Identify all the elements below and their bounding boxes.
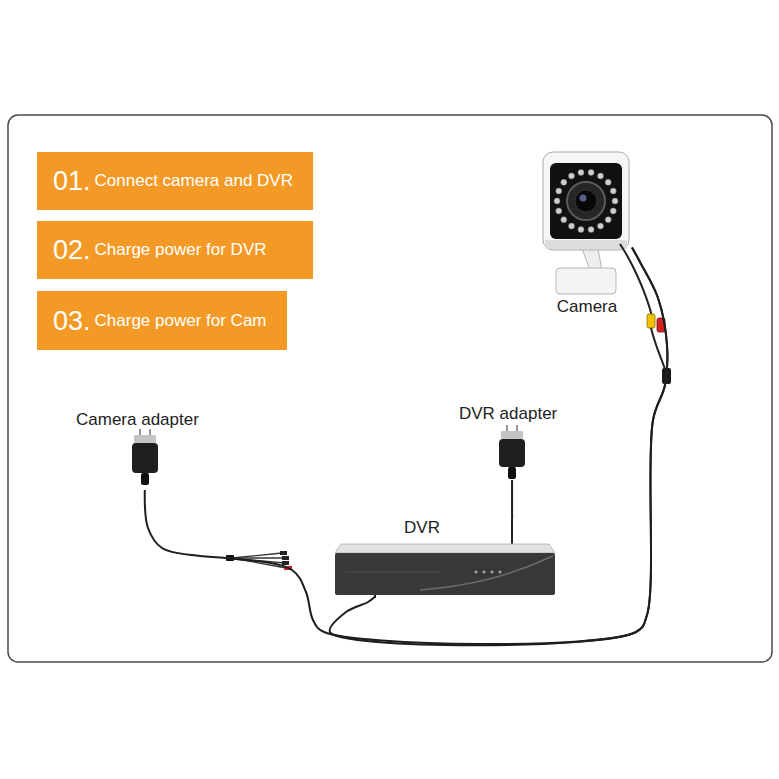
step-text: Charge power for Cam: [95, 310, 267, 332]
camera-figure-part-part: [588, 227, 594, 233]
dvr-figure-part: [345, 572, 440, 573]
dvr-adapter-plug-part: [501, 431, 523, 439]
power-splitter-part: [282, 561, 289, 565]
power-splitter-part: [232, 553, 282, 558]
power-splitter-part: [282, 556, 289, 560]
camera-adapter-plug-part: [134, 435, 156, 443]
camera-figure-part: [556, 268, 616, 294]
camera-figure-part-part: [610, 188, 616, 194]
camera-figure-part: [567, 182, 605, 220]
step-text: Charge power for DVR: [95, 239, 267, 261]
part-label: DVR: [404, 518, 440, 538]
dvr-figure-part: [335, 553, 555, 595]
dvr-adapter-plug-part: [508, 467, 516, 479]
camera-figure-part: [554, 169, 618, 232]
dvr-adapter-plug-part: [506, 425, 508, 432]
camera-figure-part-part: [598, 173, 604, 179]
step-number: 01.: [53, 166, 91, 196]
power-splitter-part: [280, 551, 287, 555]
camera-node: Camera: [543, 150, 632, 318]
camera-figure-part-part: [569, 173, 575, 179]
camera-figure-part-part: [569, 223, 575, 229]
adapter-node: DVR adapter: [455, 404, 570, 480]
camera-adapter-plug-part: [141, 473, 149, 485]
frame-border: [8, 115, 772, 662]
dvr-figure-part: [491, 571, 494, 574]
camera-adapter-plug: [132, 429, 158, 485]
cable-connector: [511, 480, 513, 518]
camera-figure-part-part: [554, 198, 560, 204]
camera-figure-part-part: [588, 169, 594, 175]
camera-figure-part-part: [610, 208, 616, 214]
step-box: 01.Connect camera and DVR: [37, 152, 313, 210]
dvr-figure-part: [475, 571, 478, 574]
camera-figure-part: [647, 314, 655, 328]
camera-figure-part: [575, 190, 597, 212]
step-text: Connect camera and DVR: [95, 170, 293, 192]
camera-figure-part: [580, 195, 587, 202]
dvr-figure-part: [420, 556, 553, 590]
camera-adapter-plug-part: [149, 429, 151, 436]
camera-figure-part-part: [612, 198, 618, 204]
step-number: 03.: [53, 306, 91, 336]
camera-adapter-plug-part: [139, 429, 141, 436]
step-number: 02.: [53, 235, 91, 265]
camera-figure-part-part: [578, 169, 584, 175]
camera-figure-part-part: [556, 188, 562, 194]
dvr-figure: [335, 518, 555, 598]
camera-figure-part: [545, 240, 627, 249]
step-box: 02.Charge power for DVR: [37, 221, 313, 279]
part-label: Camera: [557, 297, 617, 317]
dvr-adapter-plug-part: [499, 439, 525, 467]
camera-figure-part-part: [561, 217, 567, 223]
camera-figure-part-part: [605, 217, 611, 223]
camera-figure-part-part: [605, 179, 611, 185]
cable-connector: [330, 247, 668, 645]
camera-figure: [543, 152, 671, 384]
dvr-figure-part: [511, 518, 513, 545]
part-label: DVR adapter: [459, 404, 557, 424]
dvr-adapter-plug-part: [516, 425, 518, 432]
camera-figure-part: [550, 163, 622, 239]
camera-figure-part: [651, 328, 666, 372]
dvr-figure-part: [335, 544, 555, 553]
camera-adapter-plug-part: [132, 443, 158, 473]
step-box: 03.Charge power for Cam: [37, 291, 287, 350]
camera-figure-part-part: [556, 208, 562, 214]
dvr-figure-part: [499, 571, 502, 574]
camera-figure-part: [543, 152, 629, 250]
dvr-node: DVR: [335, 518, 555, 597]
dvr-figure-part: [483, 571, 486, 574]
part-label: Camera adapter: [76, 410, 199, 430]
camera-figure-part-part: [578, 227, 584, 233]
camera-figure-part-part: [561, 179, 567, 185]
camera-figure-part-part: [598, 223, 604, 229]
adapter-node: Camera adapter: [72, 408, 212, 490]
dvr-adapter-plug: [499, 425, 525, 479]
